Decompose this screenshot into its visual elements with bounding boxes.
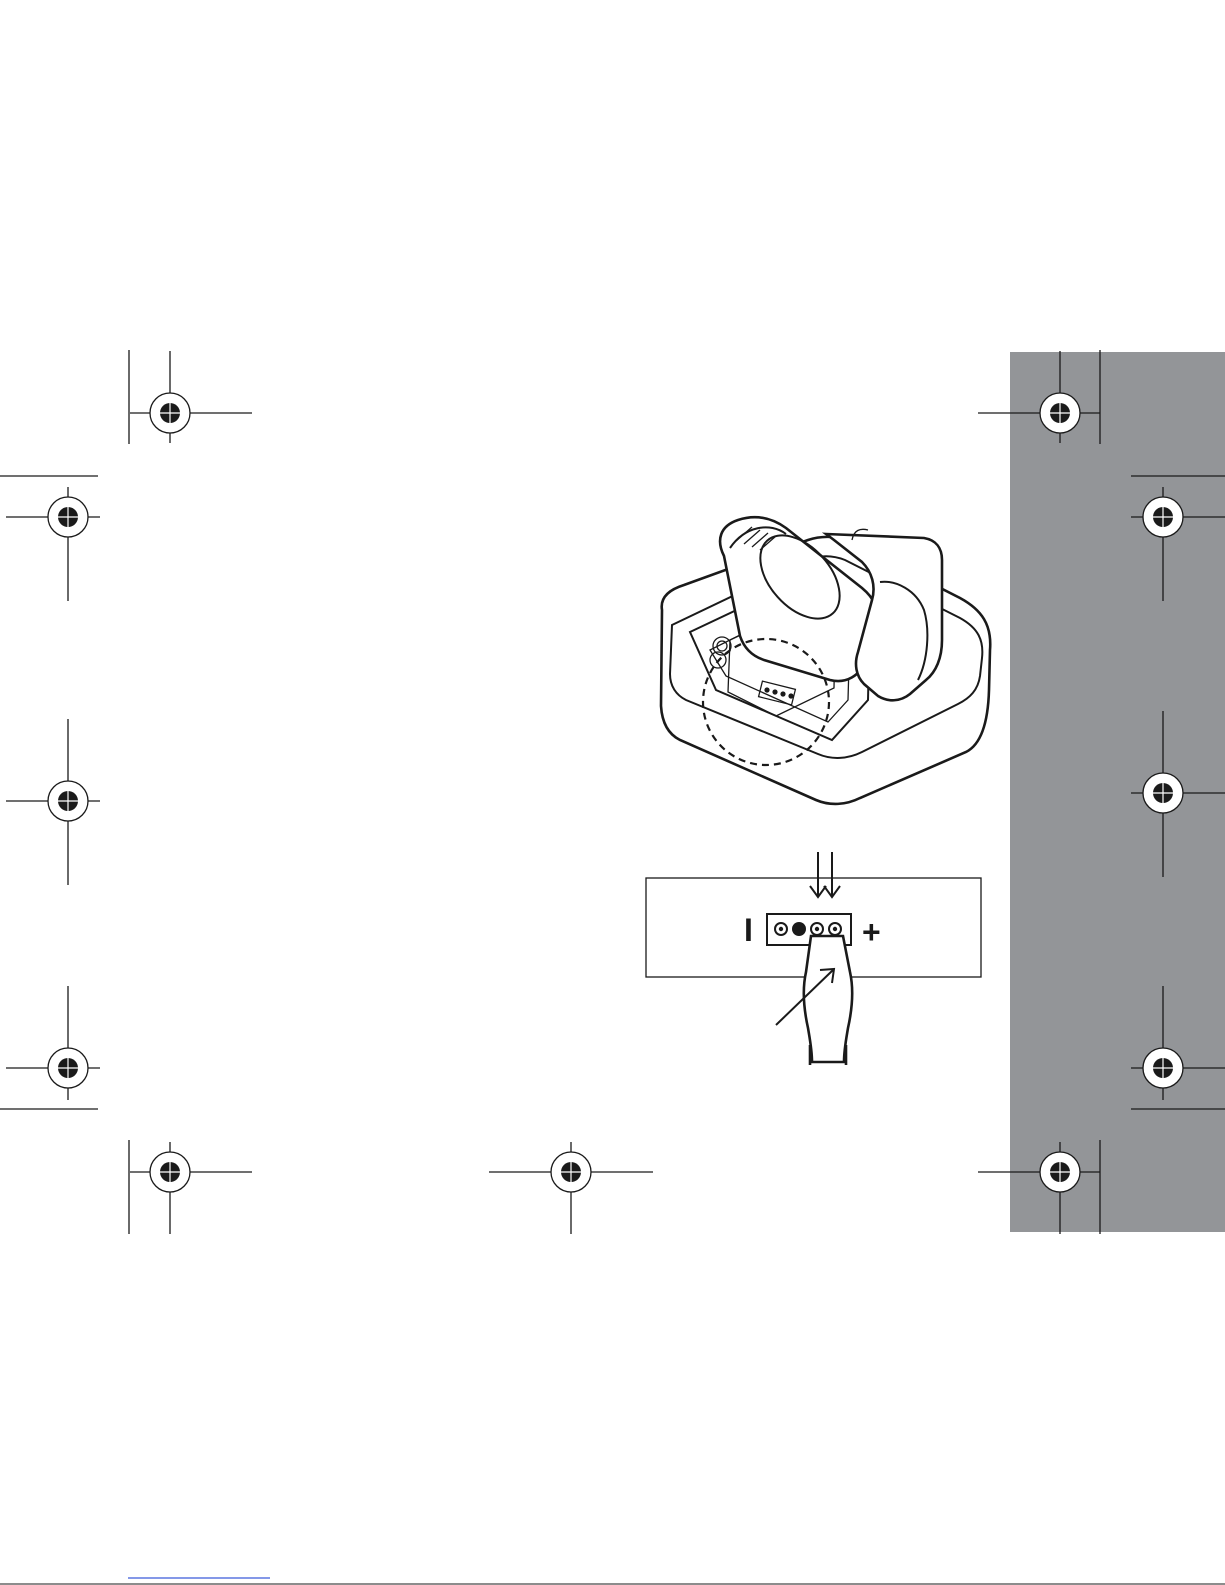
registration-mark-icon (6, 719, 100, 885)
connector-detail-illustration: I + (646, 852, 981, 1065)
base-unit-illustration (661, 517, 990, 804)
double-down-arrow-icon (810, 852, 840, 897)
side-tab (1010, 352, 1225, 1232)
registration-mark-icon (6, 986, 100, 1100)
screwdriver-icon (804, 936, 852, 1065)
plus-symbol: + (862, 914, 881, 950)
minus-symbol: I (744, 912, 753, 948)
registration-mark-icon (130, 351, 252, 443)
registration-mark-icon (130, 1142, 252, 1234)
registration-mark-icon (6, 487, 100, 601)
registration-mark-icon (489, 1142, 653, 1234)
